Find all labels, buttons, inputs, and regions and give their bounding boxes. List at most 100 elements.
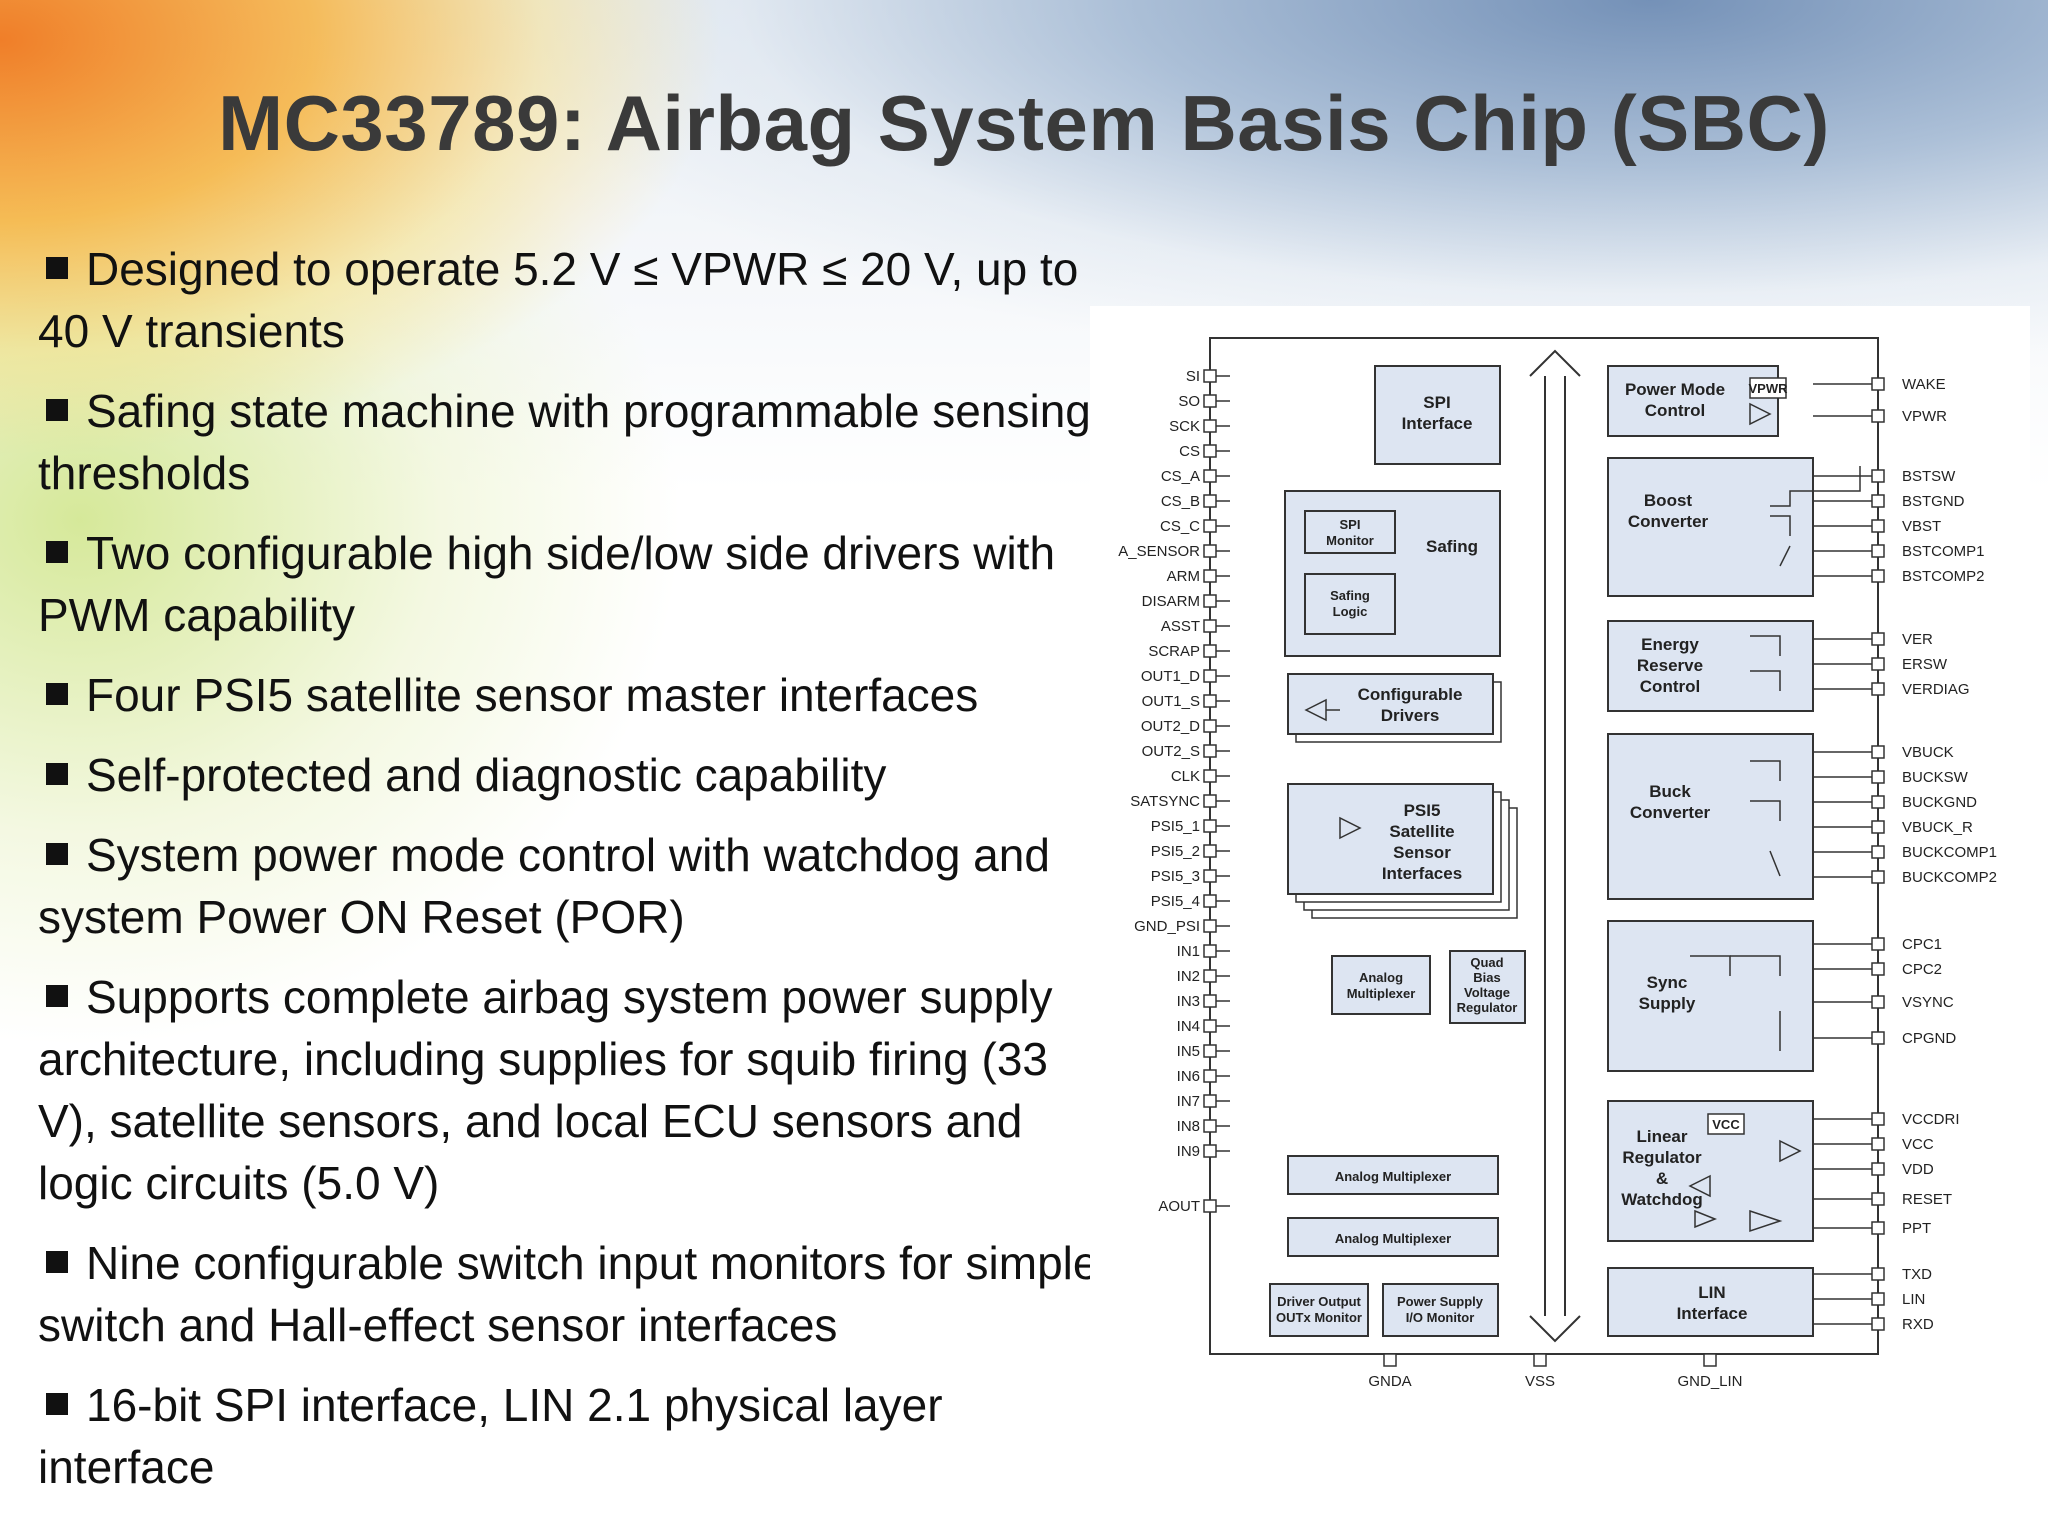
right-pin-label: ERSW: [1902, 656, 1948, 673]
left-pin-label: IN6: [1177, 1068, 1200, 1085]
right-pin-pad: [1871, 1292, 1885, 1306]
right-pin-label: BUCKCOMP1: [1902, 844, 1997, 861]
right-pin-label: CPGND: [1902, 1030, 1956, 1047]
right-pin-label: TXD: [1902, 1266, 1932, 1283]
right-pin-label: VPWR: [1902, 408, 1947, 425]
left-pin-label: SI: [1186, 368, 1200, 385]
internal-bus: [1529, 349, 1581, 1343]
bullet-item: Designed to operate 5.2 V ≤ VPWR ≤ 20 V,…: [38, 243, 1079, 357]
right-pin-pad: [1871, 494, 1885, 508]
right-pin-pad: [1871, 569, 1885, 583]
safing-label: Safing: [1426, 537, 1478, 556]
bullet-item: Four PSI5 satellite sensor master interf…: [38, 664, 1118, 726]
bullet-list: Designed to operate 5.2 V ≤ VPWR ≤ 20 V,…: [38, 238, 1118, 1516]
bullet-square-icon: [46, 541, 68, 563]
quad-bias-line3: Voltage: [1464, 985, 1510, 1000]
right-pin-pad: [1871, 682, 1885, 696]
right-pin-label: VBUCK: [1902, 744, 1954, 761]
left-pin-label: OUT2_S: [1142, 743, 1200, 760]
left-pin-label: CS_A: [1161, 468, 1200, 485]
bottom-pin-label: VSS: [1525, 1373, 1555, 1390]
bottom-pin-pad: [1533, 1353, 1547, 1367]
right-pin-label: BSTGND: [1902, 493, 1965, 510]
left-pin-pad: [1203, 719, 1217, 733]
left-pin-pad: [1203, 619, 1217, 633]
bullet-square-icon: [46, 985, 68, 1007]
config-drivers-line2: Drivers: [1381, 706, 1440, 725]
right-pin-pad: [1871, 795, 1885, 809]
vcc-box: [1707, 1113, 1745, 1135]
buck-line2: Converter: [1630, 803, 1711, 822]
bullet-square-icon: [46, 843, 68, 865]
left-pin-pad: [1203, 844, 1217, 858]
analog-mux1-label: Analog Multiplexer: [1335, 1169, 1451, 1184]
left-pin-pad: [1203, 1069, 1217, 1083]
linear-line2: Regulator: [1622, 1148, 1702, 1167]
right-pin-pad: [1871, 995, 1885, 1009]
bullet-item: System power mode control with watchdog …: [38, 829, 1050, 943]
block-diagram: SPI Interface SPI Monitor Safing Safing …: [1090, 306, 2030, 1416]
quad-bias-line2: Bias: [1473, 970, 1500, 985]
bullet-item: Two configurable high side/low side driv…: [38, 527, 1056, 641]
left-pin-label: DISARM: [1142, 593, 1200, 610]
bullet-item: Supports complete airbag system power su…: [38, 971, 1053, 1209]
right-pin-label: BUCKSW: [1902, 769, 1969, 786]
right-pin-label: BSTSW: [1902, 468, 1956, 485]
right-pin-label: BSTCOMP2: [1902, 568, 1985, 585]
left-pin-label: PSI5_1: [1151, 818, 1200, 835]
power-supply-monitor-block: [1382, 1283, 1499, 1337]
quad-bias-line1: Quad: [1470, 955, 1503, 970]
bottom-pin-label: GND_LIN: [1677, 1373, 1742, 1390]
left-pin-pad: [1203, 944, 1217, 958]
left-pin-pad: [1203, 744, 1217, 758]
right-pin-label: LIN: [1902, 1291, 1925, 1308]
right-pin-pad: [1871, 820, 1885, 834]
left-pin-label: IN9: [1177, 1143, 1200, 1160]
right-pin-pad: [1871, 962, 1885, 976]
block-diagram-svg: SPI Interface SPI Monitor Safing Safing …: [1118, 337, 1997, 1390]
right-pin-pad: [1871, 544, 1885, 558]
right-pin-pad: [1871, 770, 1885, 784]
quad-bias-line4: Regulator: [1457, 1000, 1518, 1015]
linear-line3: &: [1656, 1169, 1668, 1188]
right-pin-pad: [1871, 1031, 1885, 1045]
bottom-pin-pad: [1383, 1353, 1397, 1367]
bullet-item: Nine configurable switch input monitors …: [38, 1237, 1099, 1351]
psi5-line4: Interfaces: [1382, 864, 1462, 883]
right-pin-label: VBST: [1902, 518, 1941, 535]
right-pin-label: CPC1: [1902, 936, 1942, 953]
driver-output-block: [1269, 1283, 1369, 1337]
psi5-line3: Sensor: [1393, 843, 1451, 862]
left-pin-pad: [1203, 794, 1217, 808]
psi5-line1: PSI5: [1404, 801, 1441, 820]
right-pin-label: RESET: [1902, 1191, 1952, 1208]
left-pin-pad: [1203, 494, 1217, 508]
analog-mux-small-line1: Analog: [1359, 970, 1403, 985]
left-pin-pad: [1203, 1199, 1217, 1213]
left-pin-label: SCK: [1169, 418, 1200, 435]
vpwr-box-label: VPWR: [1749, 381, 1789, 396]
driver-output-line1: Driver Output: [1277, 1294, 1361, 1309]
right-pin-pad: [1871, 1267, 1885, 1281]
right-pin-label: VCCDRI: [1902, 1111, 1960, 1128]
linear-line1: Linear: [1636, 1127, 1687, 1146]
left-pin-label: IN4: [1177, 1018, 1200, 1035]
right-pin-pad: [1871, 1112, 1885, 1126]
right-pin-label: VCC: [1902, 1136, 1934, 1153]
left-pin-label: OUT1_S: [1142, 693, 1200, 710]
buck-line1: Buck: [1649, 782, 1691, 801]
sync-line2: Supply: [1639, 994, 1696, 1013]
right-pin-pad: [1871, 845, 1885, 859]
energy-line3: Control: [1640, 677, 1700, 696]
right-pin-pad: [1871, 937, 1885, 951]
left-pin-label: SO: [1178, 393, 1200, 410]
left-pin-label: CLK: [1171, 768, 1200, 785]
lin-line1: LIN: [1698, 1283, 1725, 1302]
left-pin-pad: [1203, 369, 1217, 383]
safing-logic-line1: Safing: [1330, 588, 1370, 603]
right-pin-pad: [1871, 870, 1885, 884]
left-pins: SISOSCKCSCS_ACS_BCS_CA_SENSORARMDISARMAS…: [1118, 368, 1230, 1215]
analog-mux2-label: Analog Multiplexer: [1335, 1231, 1451, 1246]
left-pin-pad: [1203, 469, 1217, 483]
right-pin-label: RXD: [1902, 1316, 1934, 1333]
